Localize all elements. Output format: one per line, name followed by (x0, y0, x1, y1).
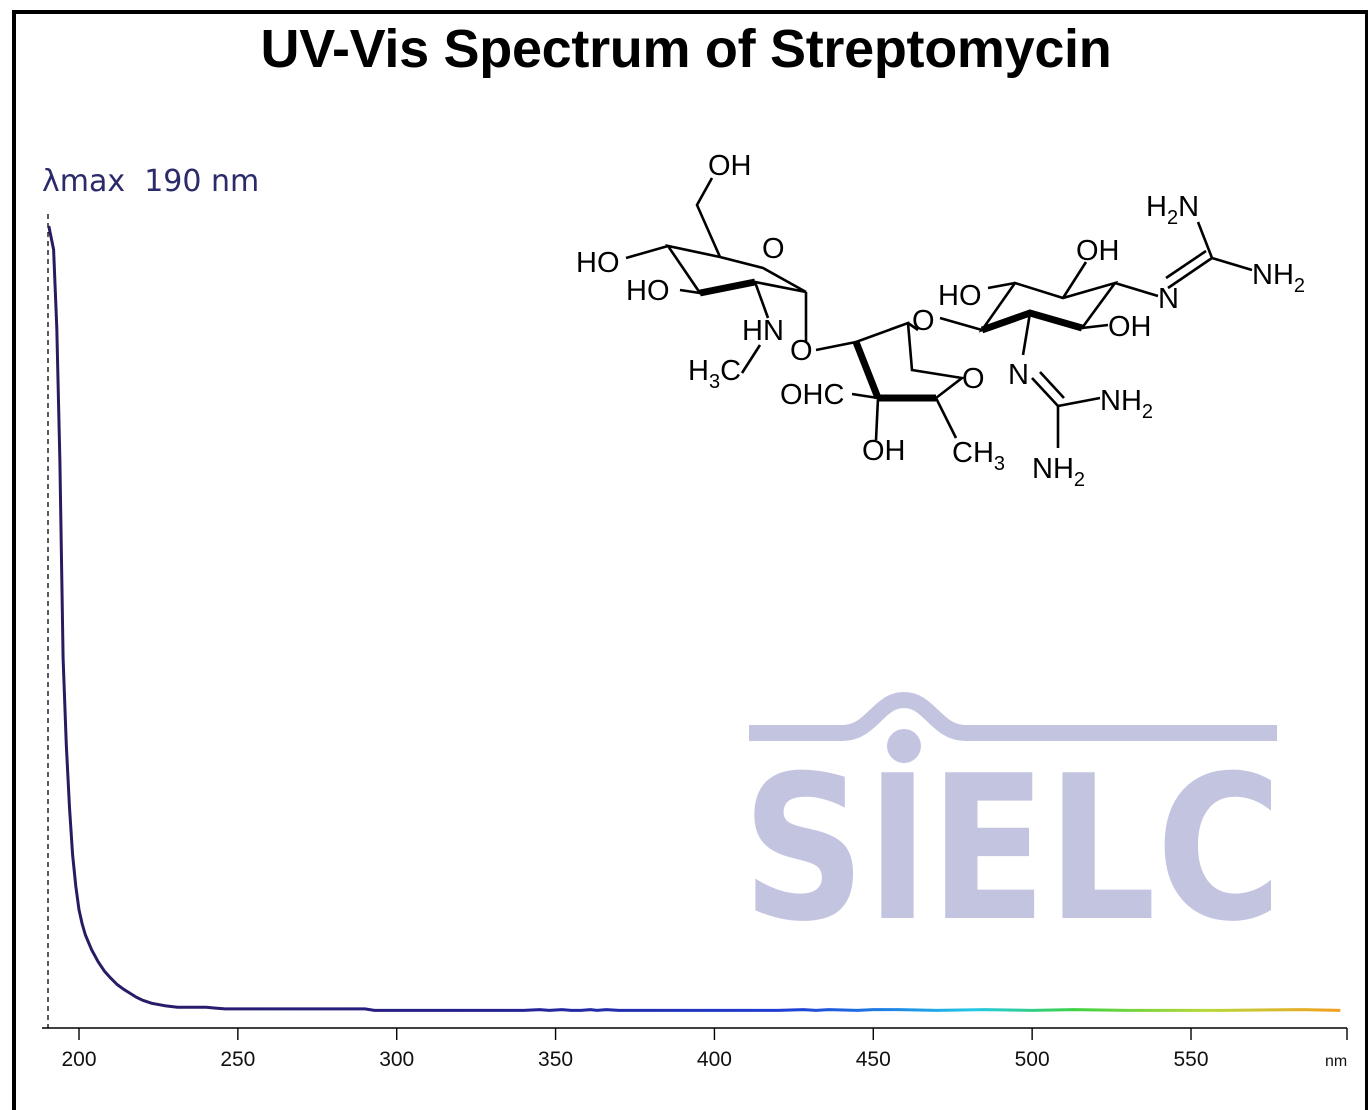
svg-text:HO: HO (576, 247, 620, 279)
svg-text:N: N (1008, 359, 1029, 391)
x-tick-label: 300 (379, 1048, 414, 1071)
svg-text:CH3: CH3 (952, 437, 1005, 475)
streptomycin-structure: OH HO HO O HN O H3C OHC OH O CH3 O HO OH… (576, 150, 1305, 491)
svg-text:HN: HN (742, 315, 784, 347)
svg-text:SIELC: SIELC (742, 733, 1282, 966)
svg-text:N: N (1158, 283, 1179, 315)
svg-text:O: O (790, 335, 813, 367)
svg-text:OH: OH (708, 150, 752, 182)
svg-text:HO: HO (626, 275, 670, 307)
chart-frame (12, 10, 1368, 1110)
svg-text:O: O (912, 305, 935, 337)
sielc-watermark: SIELC (742, 691, 1282, 966)
lambda-max-label: λmax 190 nm (42, 164, 260, 199)
x-axis-unit-label: nm (1325, 1053, 1347, 1070)
svg-text:NH2: NH2 (1100, 385, 1153, 423)
svg-text:OHC: OHC (780, 379, 844, 411)
x-tick-label: 200 (61, 1048, 96, 1071)
svg-text:OH: OH (862, 435, 906, 467)
svg-text:NH2: NH2 (1252, 259, 1305, 297)
svg-text:H2N: H2N (1146, 191, 1199, 229)
svg-text:NH2: NH2 (1032, 453, 1085, 491)
x-tick-label: 250 (220, 1048, 255, 1071)
x-tick-label: 400 (697, 1048, 732, 1071)
svg-text:OH: OH (1108, 311, 1152, 343)
spectrum-line (47, 225, 1341, 1012)
x-tick-label: 550 (1173, 1048, 1208, 1071)
x-tick-label: 500 (1015, 1048, 1050, 1071)
chart-title: UV-Vis Spectrum of Streptomycin (260, 19, 1112, 79)
svg-text:O: O (762, 233, 785, 265)
x-tick-label: 350 (538, 1048, 573, 1071)
svg-text:OH: OH (1076, 235, 1120, 267)
svg-text:O: O (962, 363, 985, 395)
svg-text:HO: HO (938, 280, 982, 312)
x-tick-label: 450 (856, 1048, 891, 1071)
svg-text:H3C: H3C (688, 355, 741, 393)
